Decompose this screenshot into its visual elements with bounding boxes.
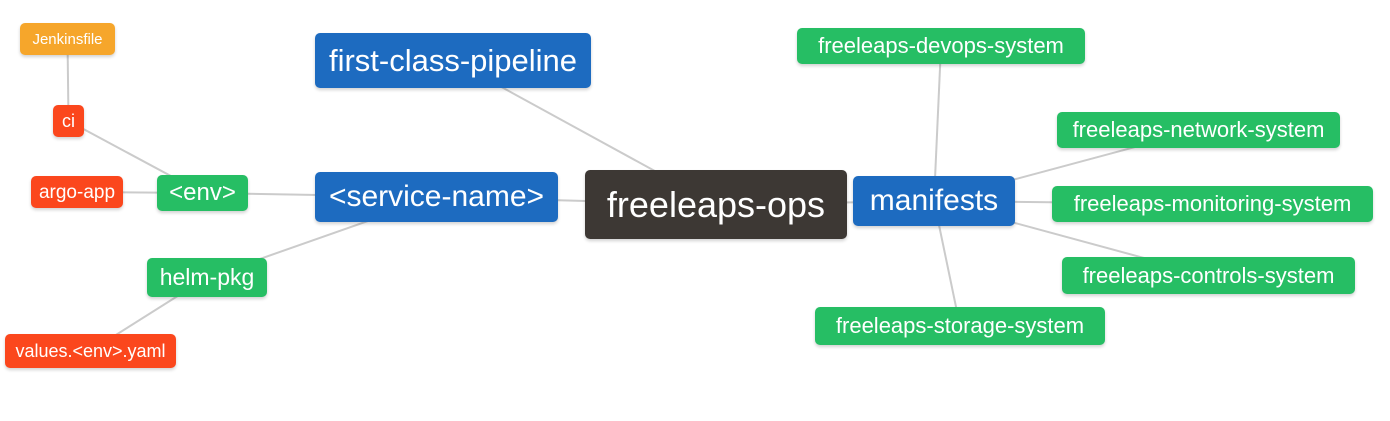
node-freeleaps-network-system[interactable]: freeleaps-network-system <box>1057 112 1340 148</box>
node-label: first-class-pipeline <box>328 43 578 78</box>
node-label: values.<env>.yaml <box>15 341 166 361</box>
node-label: argo-app <box>38 181 116 203</box>
node-freeleaps-controls-system[interactable]: freeleaps-controls-system <box>1062 257 1355 294</box>
node-label: manifests <box>869 184 999 217</box>
node-label: freeleaps-storage-system <box>835 313 1085 338</box>
node-ci[interactable]: ci <box>53 105 84 137</box>
node-label: helm-pkg <box>159 264 255 290</box>
edge-manifests-freeleaps-devops-system <box>933 45 942 202</box>
node-label: freeleaps-controls-system <box>1082 262 1335 288</box>
node-label: <env> <box>169 179 236 206</box>
node-label: <service-name> <box>328 180 545 213</box>
node-label: freeleaps-ops <box>606 183 826 225</box>
node-label: freeleaps-monitoring-system <box>1073 191 1352 216</box>
node-jenkinsfile[interactable]: Jenkinsfile <box>20 23 115 55</box>
node-values-env-yaml[interactable]: values.<env>.yaml <box>5 334 176 368</box>
node-freeleaps-storage-system[interactable]: freeleaps-storage-system <box>815 307 1105 345</box>
node-freeleaps-monitoring-system[interactable]: freeleaps-monitoring-system <box>1052 186 1373 222</box>
node-argo-app[interactable]: argo-app <box>31 176 123 208</box>
node-service-name[interactable]: <service-name> <box>315 172 558 222</box>
node-label: ci <box>62 111 75 131</box>
node-label: Jenkinsfile <box>32 30 103 48</box>
node-env[interactable]: <env> <box>157 175 248 211</box>
node-helm-pkg[interactable]: helm-pkg <box>147 258 267 297</box>
node-freeleaps-devops-system[interactable]: freeleaps-devops-system <box>797 28 1085 64</box>
node-freeleaps-ops[interactable]: freeleaps-ops <box>585 170 847 239</box>
node-label: freeleaps-network-system <box>1072 117 1325 142</box>
node-manifests[interactable]: manifests <box>853 176 1015 226</box>
node-label: freeleaps-devops-system <box>818 33 1064 58</box>
node-first-class-pipeline[interactable]: first-class-pipeline <box>315 33 591 88</box>
